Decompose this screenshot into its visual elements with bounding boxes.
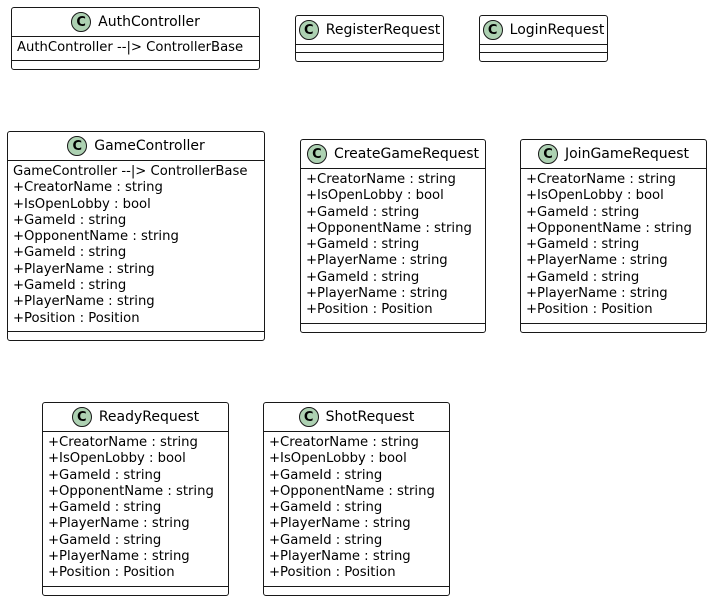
class-members: AuthController --|> ControllerBase [12, 37, 259, 60]
class-c-icon: C [306, 144, 327, 164]
member-line: +PlayerName : string [269, 516, 411, 532]
member-line: +GameId : string [48, 467, 162, 483]
class-members: +CreatorName : string +IsOpenLobby : boo… [301, 169, 485, 323]
class-members: +CreatorName : string +IsOpenLobby : boo… [521, 169, 706, 323]
member-line: +GameId : string [269, 500, 383, 516]
member-line: +GameId : string [13, 278, 127, 294]
class-create-game-request[interactable]: C CreateGameRequest +CreatorName : strin… [300, 139, 486, 333]
class-header: C GameController [8, 132, 264, 161]
class-header: C CreateGameRequest [301, 140, 485, 169]
member-line: +PlayerName : string [269, 549, 411, 565]
member-line: +OpponentName : string [13, 229, 179, 245]
class-header: C JoinGameRequest [521, 140, 706, 169]
member-line: +IsOpenLobby : bool [526, 188, 664, 204]
class-c-icon: C [537, 144, 558, 164]
member-line: +Position : Position [269, 565, 396, 581]
class-methods [12, 60, 259, 69]
class-c-icon: C [298, 407, 319, 427]
member-line: +PlayerName : string [13, 294, 155, 310]
class-name: RegisterRequest [325, 22, 441, 38]
class-shot-request[interactable]: C ShotRequest +CreatorName : string +IsO… [263, 402, 450, 596]
class-name: LoginRequest [509, 22, 605, 38]
class-header: C AuthController [12, 8, 259, 37]
class-members [480, 45, 607, 52]
class-methods [8, 330, 264, 340]
class-name: GameController [94, 138, 205, 154]
member-line: +CreatorName : string [13, 180, 163, 196]
member-line: GameController --|> ControllerBase [13, 164, 248, 179]
class-c-icon: C [67, 136, 88, 156]
member-line: +GameId : string [13, 245, 127, 261]
class-members: +CreatorName : string +IsOpenLobby : boo… [264, 432, 449, 586]
member-line: +GameId : string [269, 467, 383, 483]
member-line: AuthController --|> ControllerBase [17, 40, 244, 55]
member-line: +IsOpenLobby : bool [269, 451, 407, 467]
class-members [296, 45, 443, 52]
class-methods [296, 52, 443, 61]
class-header: C RegisterRequest [296, 16, 443, 45]
member-line: +GameId : string [48, 532, 162, 548]
member-line: +PlayerName : string [526, 286, 668, 302]
member-line: +Position : Position [526, 302, 653, 318]
class-c-icon: C [71, 12, 92, 32]
member-line: +IsOpenLobby : bool [13, 196, 151, 212]
member-line: +CreatorName : string [526, 172, 676, 187]
member-line: +OpponentName : string [269, 483, 435, 499]
member-line: +IsOpenLobby : bool [306, 188, 444, 204]
class-methods [301, 322, 485, 332]
class-ready-request[interactable]: C ReadyRequest +CreatorName : string +Is… [42, 402, 229, 596]
member-line: +Position : Position [13, 310, 140, 326]
member-line: +GameId : string [306, 237, 420, 253]
member-line: +GameId : string [269, 532, 383, 548]
member-line: +GameId : string [306, 269, 420, 285]
member-line: +GameId : string [306, 204, 420, 220]
member-line: +GameId : string [48, 500, 162, 516]
member-line: +GameId : string [526, 269, 640, 285]
class-c-icon: C [71, 407, 92, 427]
class-name: AuthController [98, 14, 200, 30]
member-line: +Position : Position [306, 302, 433, 318]
class-members: GameController --|> ControllerBase +Crea… [8, 161, 264, 331]
class-auth-controller[interactable]: C AuthController AuthController --|> Con… [11, 7, 260, 71]
class-members: +CreatorName : string +IsOpenLobby : boo… [43, 432, 228, 586]
class-name: CreateGameRequest [333, 146, 480, 162]
member-line: +GameId : string [526, 237, 640, 253]
member-line: +Position : Position [48, 565, 175, 581]
member-line: +PlayerName : string [306, 253, 448, 269]
class-game-controller[interactable]: C GameController GameController --|> Con… [7, 131, 265, 341]
member-line: +OpponentName : string [48, 483, 214, 499]
class-methods [521, 322, 706, 332]
member-line: +PlayerName : string [306, 286, 448, 302]
class-c-icon: C [298, 20, 319, 40]
class-header: C LoginRequest [480, 16, 607, 45]
member-line: +OpponentName : string [526, 220, 692, 236]
class-name: JoinGameRequest [564, 146, 689, 162]
class-header: C ReadyRequest [43, 403, 228, 432]
member-line: +PlayerName : string [13, 261, 155, 277]
class-join-game-request[interactable]: C JoinGameRequest +CreatorName : string … [520, 139, 707, 333]
member-line: +CreatorName : string [269, 435, 419, 450]
member-line: +CreatorName : string [306, 172, 456, 187]
member-line: +GameId : string [526, 204, 640, 220]
class-name: ShotRequest [325, 409, 415, 425]
member-line: +IsOpenLobby : bool [48, 451, 186, 467]
member-line: +PlayerName : string [48, 516, 190, 532]
class-c-icon: C [482, 20, 503, 40]
member-line: +CreatorName : string [48, 435, 198, 450]
class-methods [43, 585, 228, 595]
class-login-request[interactable]: C LoginRequest [479, 15, 608, 62]
class-header: C ShotRequest [264, 403, 449, 432]
class-name: ReadyRequest [98, 409, 200, 425]
member-line: +OpponentName : string [306, 220, 472, 236]
member-line: +PlayerName : string [48, 549, 190, 565]
class-methods [480, 52, 607, 61]
class-register-request[interactable]: C RegisterRequest [295, 15, 444, 62]
class-methods [264, 585, 449, 595]
member-line: +PlayerName : string [526, 253, 668, 269]
member-line: +GameId : string [13, 212, 127, 228]
